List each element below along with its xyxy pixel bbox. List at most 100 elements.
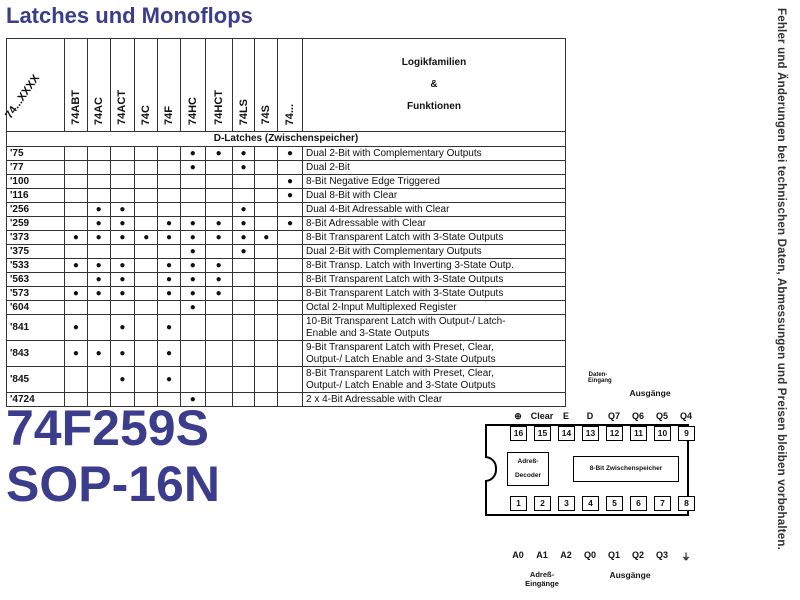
empty-cell <box>204 392 233 407</box>
empty-cell <box>231 300 256 315</box>
availability-dot: ● <box>204 146 233 161</box>
empty-cell <box>231 366 256 393</box>
type-number: '373 <box>6 230 65 245</box>
empty-cell <box>63 160 88 175</box>
pin-label: Q5 <box>655 411 668 421</box>
availability-dot: ● <box>231 146 256 161</box>
empty-cell <box>134 146 159 161</box>
pin-label: ⊕ <box>514 411 522 421</box>
empty-cell <box>157 146 181 161</box>
empty-cell <box>86 366 111 393</box>
function-description: 8-Bit Adressable with Clear <box>302 216 566 231</box>
empty-cell <box>204 174 233 189</box>
column-header-family: 74F <box>157 38 181 132</box>
empty-cell <box>63 174 88 189</box>
availability-dot: ● <box>204 230 233 245</box>
table-row: '843●●●●9-Bit Transparent Latch with Pre… <box>6 340 566 367</box>
pin-label: Q4 <box>679 411 692 421</box>
empty-cell <box>109 300 136 315</box>
pin-label: D <box>586 411 594 421</box>
type-number: '563 <box>6 272 65 287</box>
empty-cell <box>277 272 303 287</box>
empty-cell <box>277 340 303 367</box>
pin-6: 6 <box>630 496 647 511</box>
availability-dot: ● <box>204 272 233 287</box>
empty-cell <box>86 174 111 189</box>
pin-4: 4 <box>582 496 599 511</box>
empty-cell <box>157 244 181 259</box>
empty-cell <box>277 258 303 273</box>
pin-12: 12 <box>606 426 623 441</box>
availability-dot: ● <box>204 216 233 231</box>
empty-cell <box>254 216 279 231</box>
availability-dot: ● <box>179 244 206 259</box>
empty-cell <box>179 174 206 189</box>
availability-dot: ● <box>109 272 136 287</box>
empty-cell <box>157 174 181 189</box>
empty-cell <box>277 244 303 259</box>
column-header-family: 74HC <box>179 38 206 132</box>
bottom-output-group-label: Ausgänge <box>609 570 651 580</box>
empty-cell <box>134 300 159 315</box>
availability-dot: ● <box>204 286 233 301</box>
package-type: SOP-16N <box>6 456 220 512</box>
type-number: '4724 <box>6 392 65 407</box>
availability-dot: ● <box>179 300 206 315</box>
empty-cell <box>134 244 159 259</box>
availability-dot: ● <box>63 314 88 341</box>
availability-dot: ● <box>86 230 111 245</box>
availability-dot: ● <box>157 286 181 301</box>
availability-dot: ● <box>86 340 111 367</box>
empty-cell <box>134 340 159 367</box>
empty-cell <box>231 272 256 287</box>
empty-cell <box>254 286 279 301</box>
column-header-family: 74AC <box>86 38 111 132</box>
empty-cell <box>231 174 256 189</box>
address-decoder-block: Adreß-Decoder <box>507 452 549 486</box>
pin1-notch <box>485 456 497 482</box>
empty-cell <box>134 216 159 231</box>
empty-cell <box>204 340 233 367</box>
pin-8: 8 <box>678 496 695 511</box>
pin-label: Q3 <box>655 550 668 560</box>
table-row: '77●●Dual 2-Bit <box>6 160 566 175</box>
type-number: '259 <box>6 216 65 231</box>
part-number: 74F259S <box>6 400 209 456</box>
availability-dot: ● <box>277 146 303 161</box>
table-row: '841●●●10-Bit Transparent Latch with Out… <box>6 314 566 341</box>
pin-label: ⏚ <box>681 552 691 562</box>
column-header-family: 74HCT <box>204 38 233 132</box>
empty-cell <box>231 258 256 273</box>
availability-dot: ● <box>157 314 181 341</box>
empty-cell <box>134 258 159 273</box>
empty-cell <box>134 314 159 341</box>
availability-dot: ● <box>109 216 136 231</box>
column-header-family: 74... <box>277 38 303 132</box>
empty-cell <box>179 340 206 367</box>
availability-dot: ● <box>157 258 181 273</box>
type-number: '845 <box>6 366 65 393</box>
pin-1: 1 <box>510 496 527 511</box>
empty-cell <box>86 244 111 259</box>
table-row: '75●●●●Dual 2-Bit with Complementary Out… <box>6 146 566 161</box>
availability-dot: ● <box>179 146 206 161</box>
availability-dot: ● <box>86 202 111 217</box>
type-number: '375 <box>6 244 65 259</box>
type-number: '116 <box>6 188 65 203</box>
empty-cell <box>63 244 88 259</box>
empty-cell <box>86 160 111 175</box>
empty-cell <box>86 188 111 203</box>
empty-cell <box>254 188 279 203</box>
availability-dot: ● <box>157 272 181 287</box>
empty-cell <box>134 174 159 189</box>
empty-cell <box>254 174 279 189</box>
availability-dot: ● <box>179 272 206 287</box>
pin-label: E <box>562 411 569 421</box>
availability-dot: ● <box>179 258 206 273</box>
function-description: 8-Bit Transp. Latch with Inverting 3-Sta… <box>302 258 566 273</box>
empty-cell <box>231 286 256 301</box>
column-header-family: 74ACT <box>109 38 136 132</box>
table-row: '100●8-Bit Negative Edge Triggered <box>6 174 566 189</box>
table-row: '373●●●●●●●●●8-Bit Transparent Latch wit… <box>6 230 566 245</box>
